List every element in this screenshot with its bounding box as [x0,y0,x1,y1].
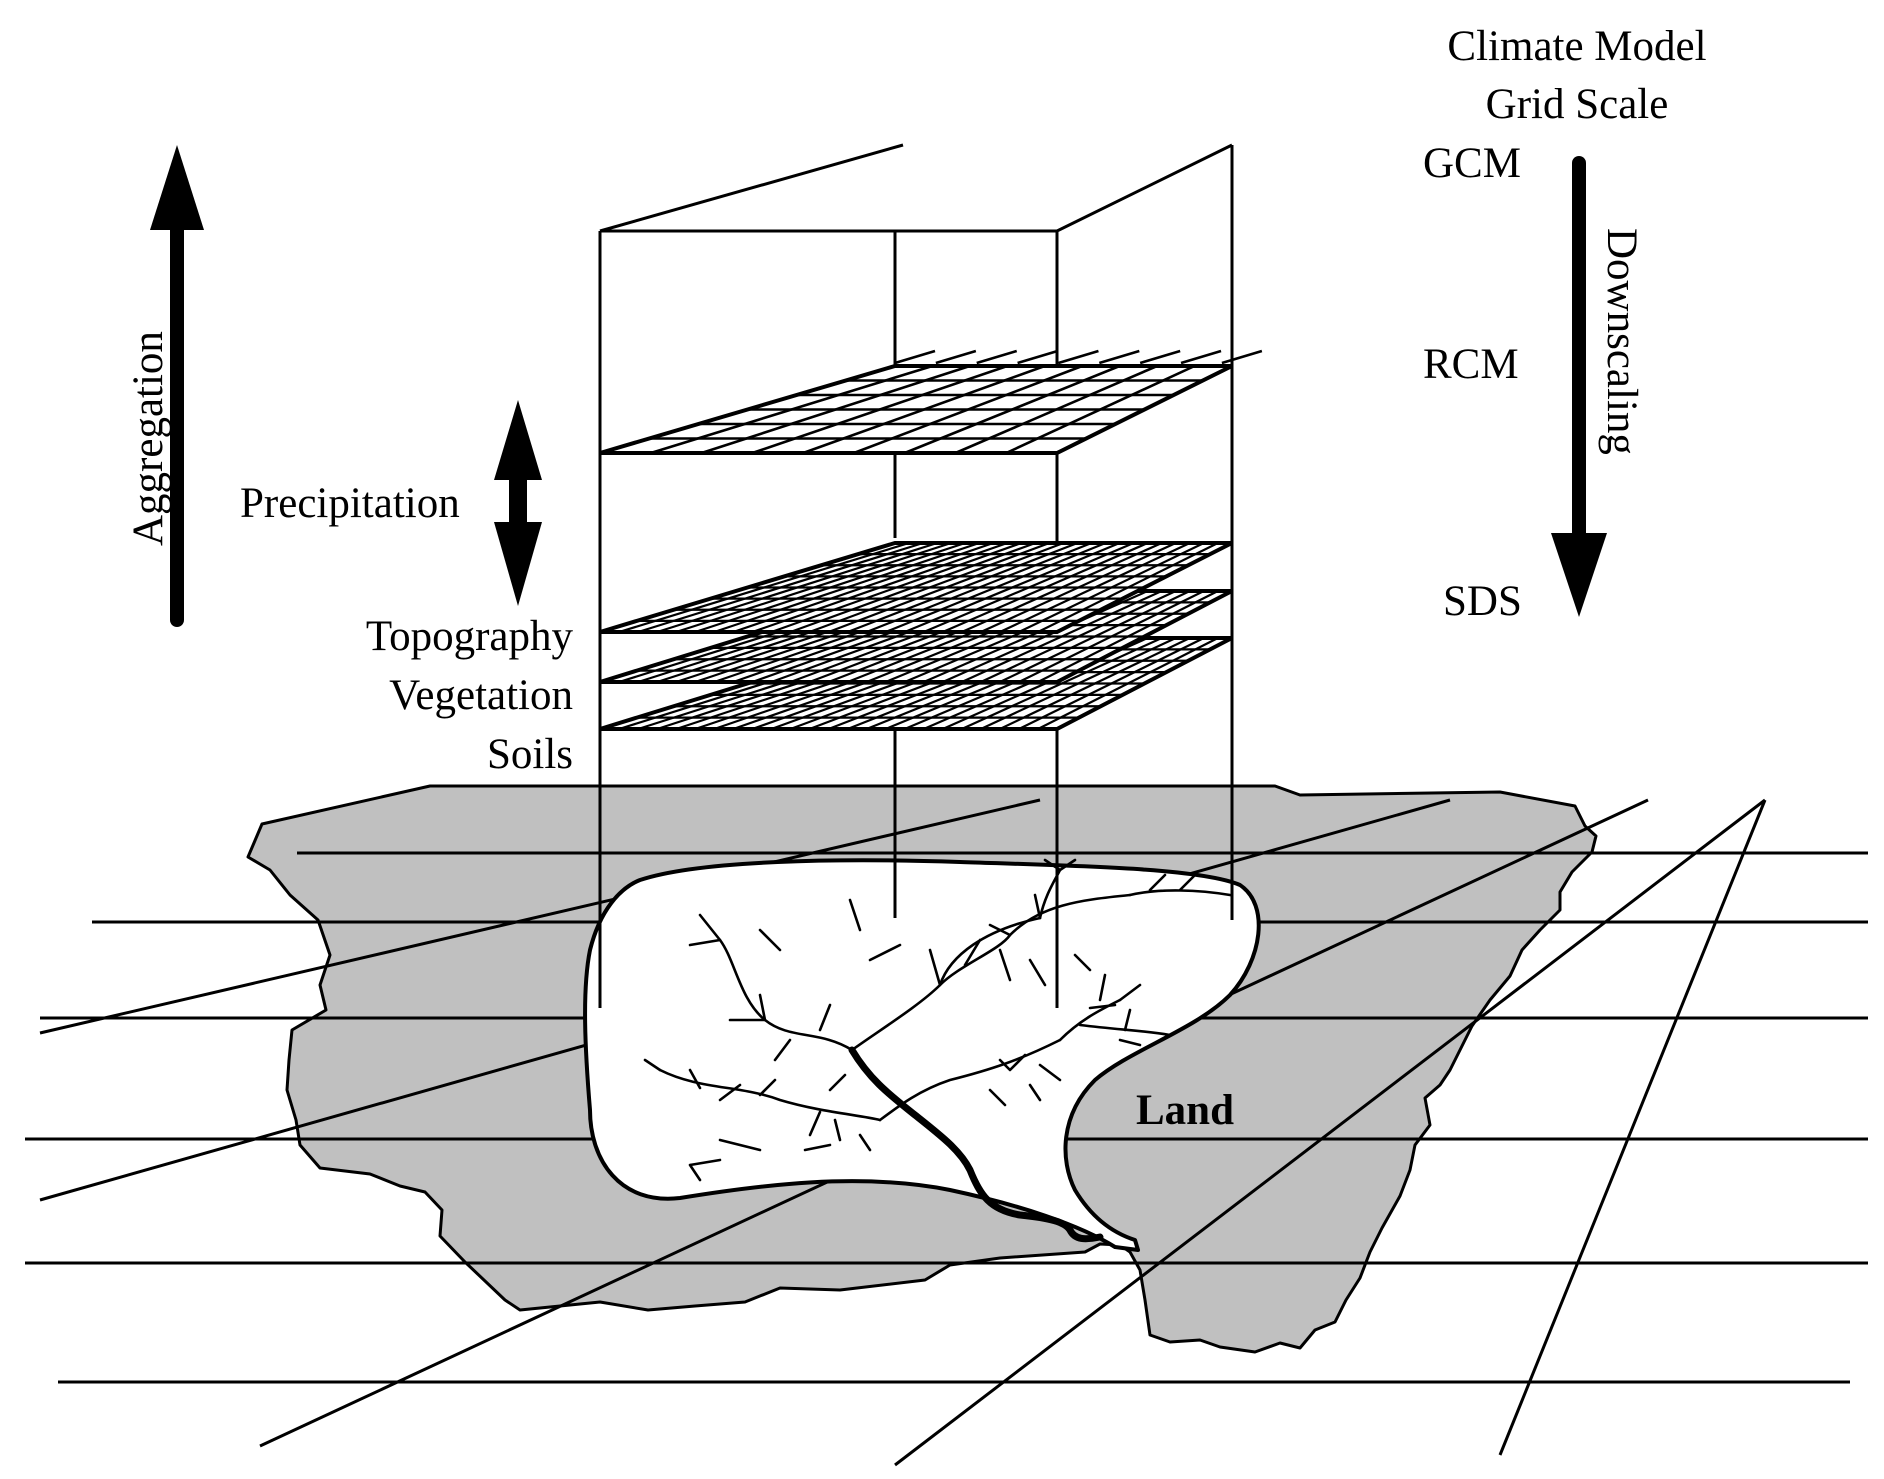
rcm-grid-tick [1017,349,1058,365]
ground-grid-line [1498,799,1767,1456]
grid-layers [599,349,1263,731]
header-title-line1: Climate Model [1447,23,1706,70]
rcm-grid-tick [1058,349,1099,365]
vegetation-label: Vegetation [389,672,573,719]
land-label: Land [1136,1087,1234,1134]
rcm-grid-tick [1139,349,1181,365]
rcm-grid-tick [935,349,977,365]
river-network [643,858,1232,1182]
topography-label: Topography [366,613,574,660]
rcm-grid-layer [599,364,1233,455]
rcm-grid-top-ticks [894,349,1263,365]
rcm-grid-tick [1098,349,1140,365]
precipitation-double-arrow [494,400,542,606]
aggregation-arrow [150,145,204,627]
rcm-grid-tick [1221,349,1263,365]
gcm-label: GCM [1423,140,1521,187]
ground-grid-line [39,798,1041,1035]
precipitation-label: Precipitation [240,480,460,527]
ground-grid-line [894,798,1766,1467]
rcm-grid-tick [894,349,936,365]
downscaling-label: Downscaling [1598,228,1645,455]
main-river [848,1046,1104,1243]
header-title-line2: Grid Scale [1486,81,1669,128]
rcm-grid-tick [1180,349,1222,365]
downscaling-arrow [1551,156,1607,617]
sds-label: SDS [1443,578,1522,625]
rcm-grid-tick [976,349,1018,365]
rcm-label: RCM [1423,341,1519,388]
watershed [583,858,1261,1252]
topography-grid-layer [599,541,1233,634]
soils-label: Soils [487,731,573,778]
aggregation-label: Aggregation [125,331,172,546]
